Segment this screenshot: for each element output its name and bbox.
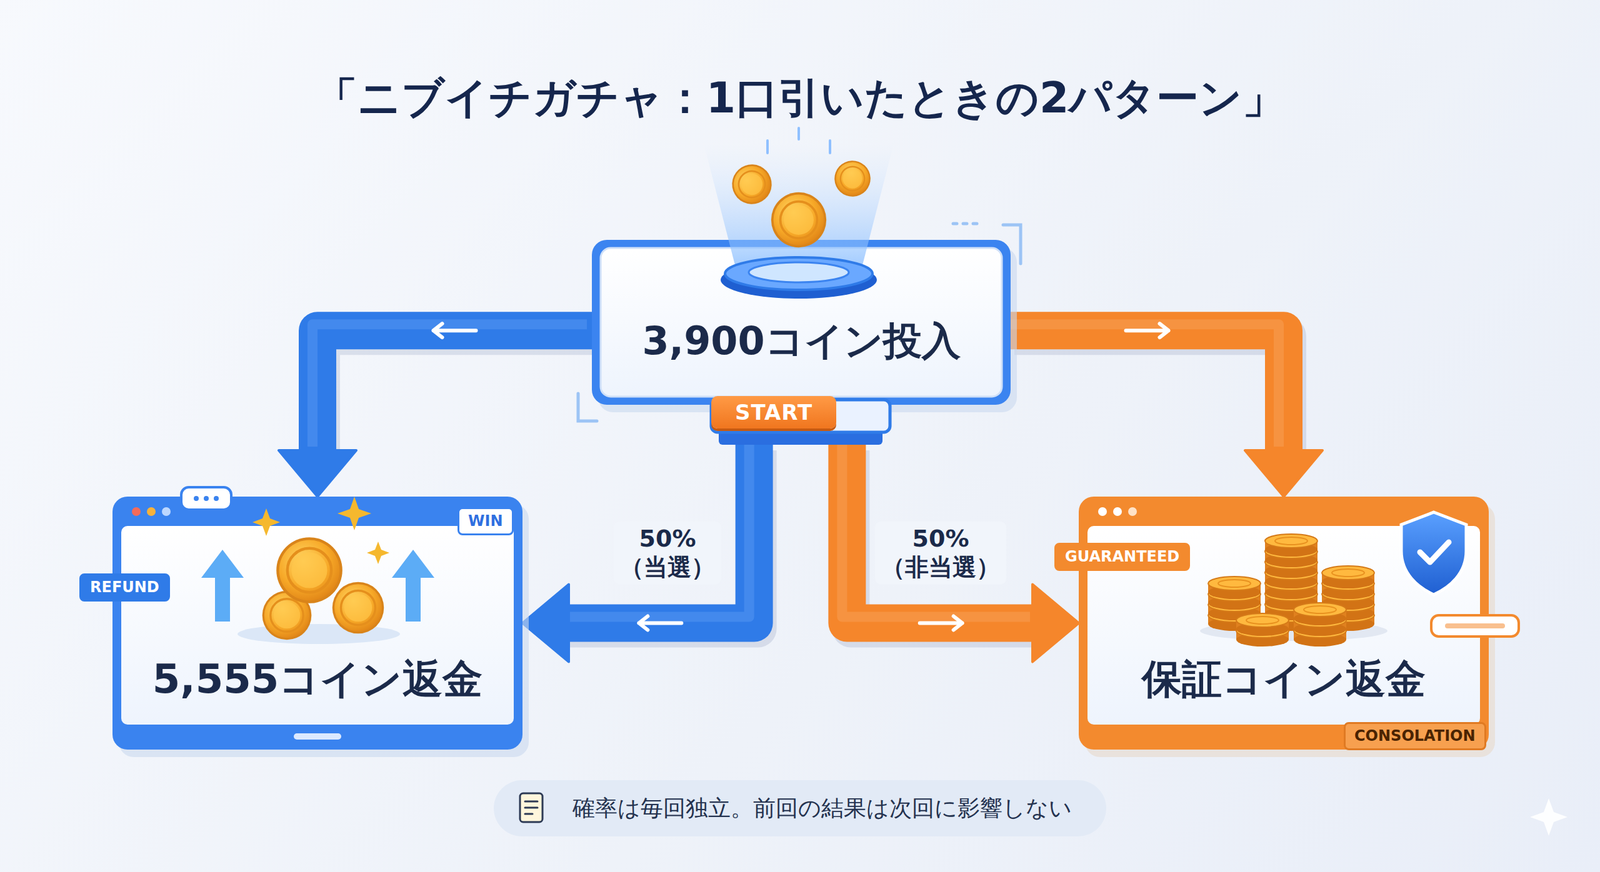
coin-slot xyxy=(748,262,849,283)
tag-label: GUARANTEED xyxy=(1054,543,1190,572)
lose-panel xyxy=(1431,615,1519,637)
win-panel xyxy=(237,624,400,645)
arrow-shadow xyxy=(321,336,596,459)
win-panel xyxy=(112,496,523,750)
coin-slot xyxy=(767,128,830,154)
direction-mark xyxy=(433,323,477,338)
arrow-head xyxy=(1245,450,1323,497)
lose-panel xyxy=(1208,534,1375,647)
direction-mark xyxy=(1126,323,1169,338)
tag-label: REFUND xyxy=(79,573,170,602)
win-panel xyxy=(213,496,219,502)
win-panel xyxy=(366,541,390,565)
coin-stack xyxy=(1208,576,1261,600)
input-panel xyxy=(598,247,1017,413)
note-pill xyxy=(525,801,538,815)
win-panel xyxy=(337,496,372,531)
arrow-highlight xyxy=(312,324,587,447)
direction-mark xyxy=(920,616,963,631)
win-panel xyxy=(146,507,156,517)
arrow-head xyxy=(1032,585,1079,663)
lose-panel xyxy=(1078,496,1519,758)
button-label: START xyxy=(711,396,837,429)
node-text: 5,555コイン返金 xyxy=(152,652,483,707)
lose-box: 保証コイン返金 xyxy=(1078,496,1489,750)
coin-stack xyxy=(1265,534,1318,557)
input-panel xyxy=(591,240,1011,405)
lose-panel xyxy=(1420,542,1449,563)
flow-arrow xyxy=(278,323,596,497)
arrow-highlight xyxy=(841,438,1030,618)
tag-label: CONSOLATION xyxy=(1343,722,1487,751)
note-pill xyxy=(493,780,1107,837)
lose-panel xyxy=(1445,623,1505,629)
input-panel xyxy=(578,393,597,422)
win-panel xyxy=(121,526,514,725)
arrow-highlight xyxy=(561,438,750,618)
arrow-shadow xyxy=(570,450,759,630)
arrow-shadow xyxy=(850,450,1039,630)
win-panel xyxy=(203,496,209,502)
direction-mark xyxy=(638,616,682,631)
win-panel xyxy=(118,504,529,758)
arrow-highlight xyxy=(1005,324,1279,447)
lose-panel xyxy=(1128,507,1137,517)
sparkle xyxy=(1530,798,1568,837)
win-panel xyxy=(276,537,343,604)
lose-panel xyxy=(1098,507,1107,517)
flow-arrow xyxy=(522,438,759,663)
arrow-band xyxy=(1010,330,1284,454)
win-panel xyxy=(252,508,280,537)
diagram-title: 「ニブイチガチャ：1口引いたときの2パターン」 xyxy=(0,70,1600,127)
start-button: START xyxy=(711,375,890,445)
input-panel xyxy=(1003,225,1021,264)
input-panel xyxy=(600,248,1002,397)
note-pill xyxy=(493,780,1107,837)
edge-label: 50% （当選） xyxy=(613,521,722,585)
note-box: 確率は毎回独立。前回の結果は次回に影響しない xyxy=(493,780,1107,837)
arrow-shadow xyxy=(1014,336,1288,459)
node-text: 3,900コイン投入 xyxy=(641,315,960,368)
coin-stack xyxy=(1236,613,1289,637)
lose-panel xyxy=(1078,496,1489,750)
arrow-band xyxy=(846,445,1035,624)
lose-panel xyxy=(1113,507,1122,517)
coin-slot xyxy=(726,158,777,210)
flow-arrow xyxy=(1005,323,1323,497)
node-text: 保証コイン返金 xyxy=(1141,652,1426,707)
input-box: 3,900コイン投入 xyxy=(591,240,1011,405)
coin-stack xyxy=(1293,603,1347,626)
coin-stack xyxy=(1321,566,1375,589)
win-panel xyxy=(131,507,141,517)
arrow-band xyxy=(317,330,592,454)
win-panel xyxy=(112,487,529,758)
win-panel xyxy=(161,507,171,517)
win-panel xyxy=(293,733,342,740)
win-panel xyxy=(193,496,199,502)
arrow-band xyxy=(566,445,755,624)
win-panel xyxy=(391,550,435,622)
edge-label: 50% （非当選） xyxy=(875,521,1007,585)
flow-arrow xyxy=(841,438,1079,663)
win-panel xyxy=(201,550,244,622)
coin-slot xyxy=(703,128,894,299)
win-panel xyxy=(332,582,385,635)
coin-slot xyxy=(703,143,894,270)
arrow-head xyxy=(522,585,569,663)
note-pill xyxy=(520,793,543,823)
win-panel xyxy=(181,487,232,510)
arrow-head xyxy=(278,450,357,497)
input-panel xyxy=(953,222,982,226)
note-text: 確率は毎回独立。前回の結果は次回に影響しない xyxy=(572,793,1072,825)
tag-label: WIN xyxy=(457,507,514,536)
lose-panel xyxy=(1401,512,1467,595)
coin-slot xyxy=(725,257,873,290)
coin-slot xyxy=(829,155,876,202)
coin-slot xyxy=(771,192,827,248)
